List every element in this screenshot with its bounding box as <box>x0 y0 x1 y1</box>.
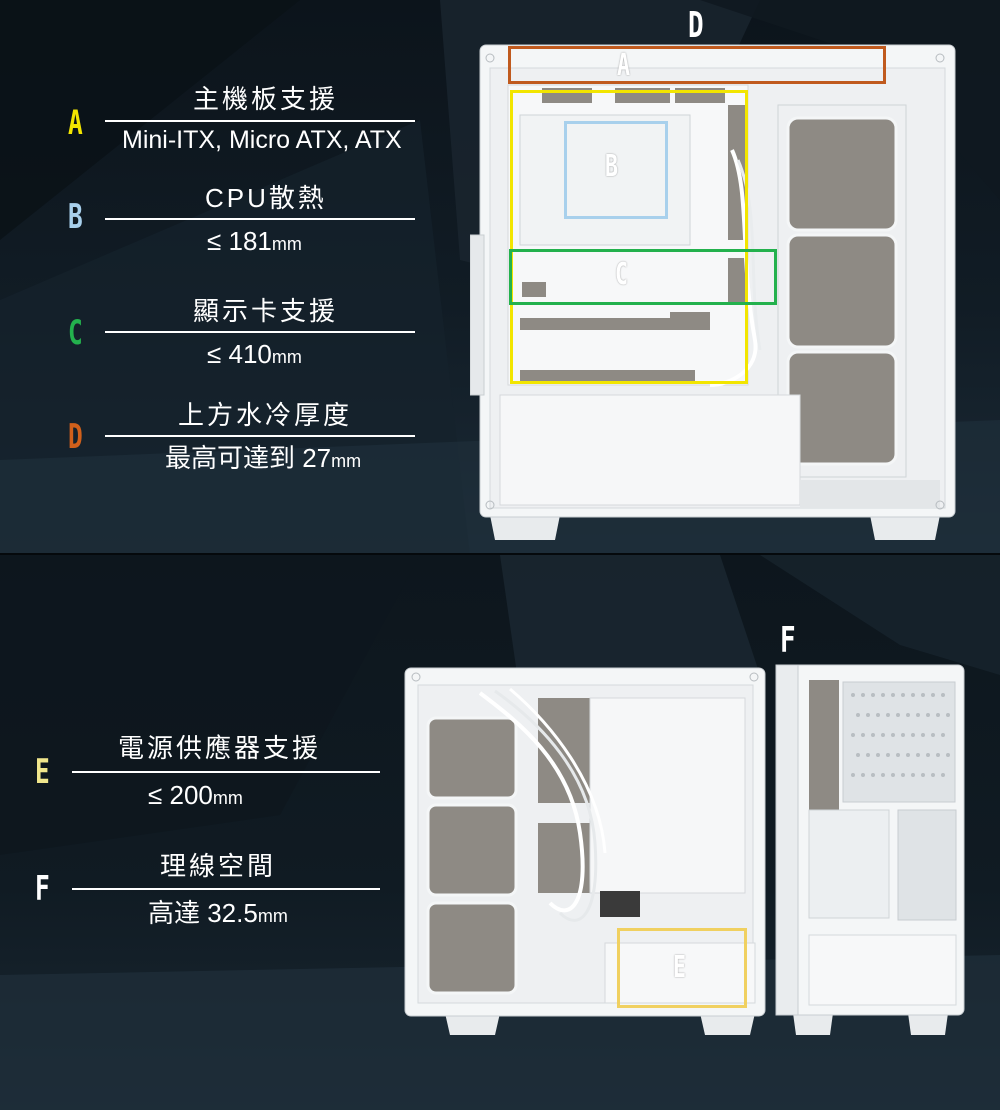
case-label-f: F <box>780 620 796 661</box>
spec-letter-b: B <box>68 197 83 237</box>
value-number: ≤ 200 <box>148 780 213 810</box>
callout-label-b: B <box>605 149 619 184</box>
spec-divider <box>72 888 380 890</box>
spec-title-cable-space: 理線空間 <box>160 851 277 881</box>
spec-title-motherboard: 主機板支援 <box>193 84 339 114</box>
top-panel: A 主機板支援 Mini-ITX, Micro ATX, ATX B CPU散熱… <box>0 0 1000 555</box>
value-unit: mm <box>257 906 288 926</box>
spec-value-top-radiator: 最高可達到 27mm <box>165 445 361 471</box>
callout-label-c: C <box>615 257 629 292</box>
value-unit: mm <box>212 788 243 808</box>
callout-box-c <box>509 249 777 305</box>
spec-value-cable-space: 高達 32.5mm <box>148 900 288 926</box>
spec-letter-a: A <box>68 103 83 143</box>
spec-title-gpu: 顯示卡支援 <box>193 296 339 326</box>
callout-box-b <box>564 121 668 219</box>
spec-letter-e: E <box>35 752 50 792</box>
spec-value-gpu: ≤ 410mm <box>207 341 302 367</box>
value-unit: mm <box>271 347 302 367</box>
spec-letter-f: F <box>35 869 50 909</box>
spec-title-cpu-cooler: CPU散熱 <box>205 183 327 213</box>
bottom-panel: E 電源供應器支援 ≤ 200mm F 理線空間 高達 32.5mm <box>0 555 1000 1110</box>
spec-divider <box>105 435 415 437</box>
callout-box-e <box>617 928 747 1008</box>
value-number: ≤ 410 <box>207 339 272 369</box>
spec-title-psu: 電源供應器支援 <box>118 733 322 763</box>
callout-box-yellow <box>510 90 748 384</box>
spec-letter-d: D <box>68 417 83 457</box>
value-number: ≤ 181 <box>207 226 272 256</box>
callout-label-e: E <box>673 950 687 985</box>
spec-value-motherboard: Mini-ITX, Micro ATX, ATX <box>122 126 402 154</box>
spec-divider <box>105 331 415 333</box>
spec-divider <box>72 771 380 773</box>
case-label-d: D <box>688 5 704 46</box>
spec-value-psu: ≤ 200mm <box>148 782 243 808</box>
spec-divider <box>105 218 415 220</box>
callout-label-a: A <box>617 48 631 83</box>
case-front-illustration <box>775 664 965 1035</box>
value-unit: mm <box>271 234 302 254</box>
callout-box-a <box>508 46 886 84</box>
spec-value-cpu-cooler: ≤ 181mm <box>207 228 302 254</box>
spec-letter-c: C <box>68 313 83 353</box>
value-number: 高達 32.5 <box>148 898 258 928</box>
value-unit: mm <box>331 451 362 471</box>
spec-divider <box>105 120 415 122</box>
value-number: 最高可達到 27 <box>165 443 332 473</box>
spec-title-top-radiator: 上方水冷厚度 <box>178 400 353 430</box>
